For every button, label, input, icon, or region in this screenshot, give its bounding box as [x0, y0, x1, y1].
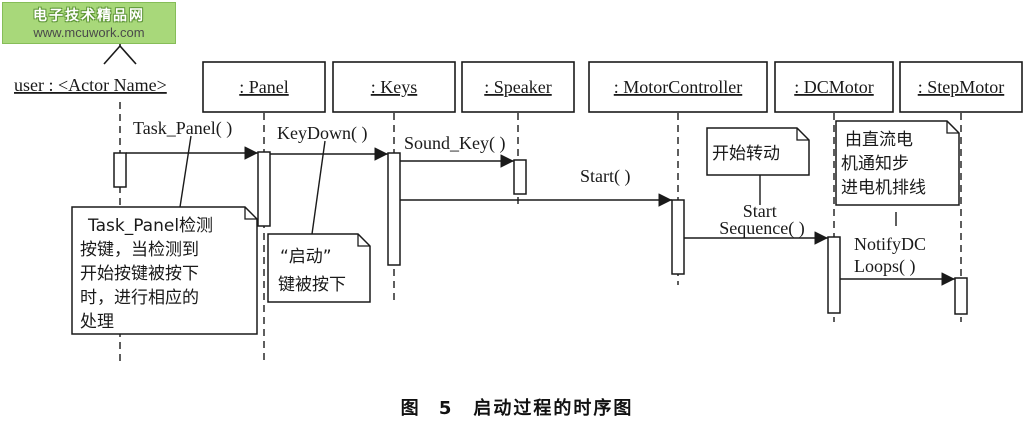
- note-task-panel-line: 按键，当检测到: [80, 240, 199, 260]
- note-start-motor-text: 开始转动: [712, 144, 780, 164]
- object-stepmotor-label: : StepMotor: [918, 77, 1005, 97]
- activation-dcmotor: [827, 236, 841, 314]
- note-start-key-pressed-line: “启动”: [280, 247, 332, 267]
- svg-text:由直流电 机通知步 进电机排线: 由直流电 机通知步 进电机排线: [841, 130, 926, 198]
- actor-name: user : <Actor Name>: [14, 75, 167, 95]
- activation-motorcontroller: [671, 199, 685, 275]
- figure-caption: 图 5 启动过程的时序图: [400, 398, 634, 419]
- object-dcmotor-label: : DCMotor: [794, 77, 874, 97]
- note-dc-notify-step-line: 机通知步: [841, 154, 909, 174]
- activation-speaker: [513, 159, 527, 195]
- message-label-notify-dc-loops: NotifyDC Loops( ): [854, 234, 931, 277]
- note-anchor-task-panel: [179, 135, 192, 208]
- svg-text:Task_Panel检测 按键，当检测到: Task_Panel检测 按键，当检测到 开始按键被按下 时，进行相应的 处理: [80, 216, 218, 332]
- object-motorcontroller: : MotorController: [588, 61, 768, 113]
- activation-actor: [113, 152, 127, 188]
- note-task-panel-line: 处理: [80, 312, 114, 332]
- note-start-key-pressed-line: 键被按下: [278, 275, 346, 295]
- message-label-notify-dc-loops-line: Loops( ): [854, 256, 916, 277]
- message-label-start: Start( ): [580, 166, 630, 187]
- watermark-logo: 电子技术精品网 www.mcuwork.com: [2, 2, 176, 44]
- note-task-panel: Task_Panel检测 按键，当检测到 开始按键被按下 时，进行相应的 处理: [71, 206, 258, 335]
- message-label-sound-key: Sound_Key( ): [404, 133, 506, 154]
- note-dc-notify-step: 由直流电 机通知步 进电机排线: [835, 120, 960, 206]
- object-dcmotor: : DCMotor: [774, 61, 894, 113]
- object-panel-label: : Panel: [239, 77, 289, 97]
- message-label-start-sequence: Start Sequence( ): [719, 201, 804, 239]
- object-speaker: : Speaker: [461, 61, 575, 113]
- note-task-panel-line: 时，进行相应的: [80, 288, 199, 308]
- svg-text:“启动” 键被按下: “启动” 键被按下: [278, 247, 346, 295]
- object-motorcontroller-label: : MotorController: [614, 77, 743, 97]
- message-label-start-sequence-line: Start: [743, 201, 777, 221]
- note-dc-notify-step-line: 进电机排线: [841, 178, 926, 198]
- activation-stepmotor: [954, 277, 968, 315]
- note-start-key-pressed: “启动” 键被按下: [267, 233, 371, 303]
- note-start-motor: 开始转动: [706, 127, 810, 176]
- object-stepmotor: : StepMotor: [899, 61, 1023, 113]
- object-keys: : Keys: [332, 61, 456, 113]
- message-label-notify-dc-loops-line: NotifyDC: [854, 234, 926, 254]
- message-label-start-sequence-line: Sequence( ): [719, 218, 804, 239]
- object-panel: : Panel: [202, 61, 326, 113]
- note-dc-notify-step-line: 由直流电: [845, 130, 913, 150]
- activation-keys: [387, 152, 401, 266]
- object-speaker-label: : Speaker: [484, 77, 551, 97]
- note-task-panel-line: Task_Panel检测: [87, 216, 213, 236]
- note-task-panel-line: 开始按键被按下: [80, 264, 199, 284]
- note-anchor-keydown: [311, 140, 326, 235]
- message-label-keydown: KeyDown( ): [277, 123, 367, 144]
- watermark-title: 电子技术精品网: [33, 8, 145, 24]
- object-keys-label: : Keys: [371, 77, 418, 97]
- watermark-url: www.mcuwork.com: [33, 25, 145, 40]
- activation-panel: [257, 151, 271, 227]
- message-label-task-panel: Task_Panel( ): [133, 118, 232, 139]
